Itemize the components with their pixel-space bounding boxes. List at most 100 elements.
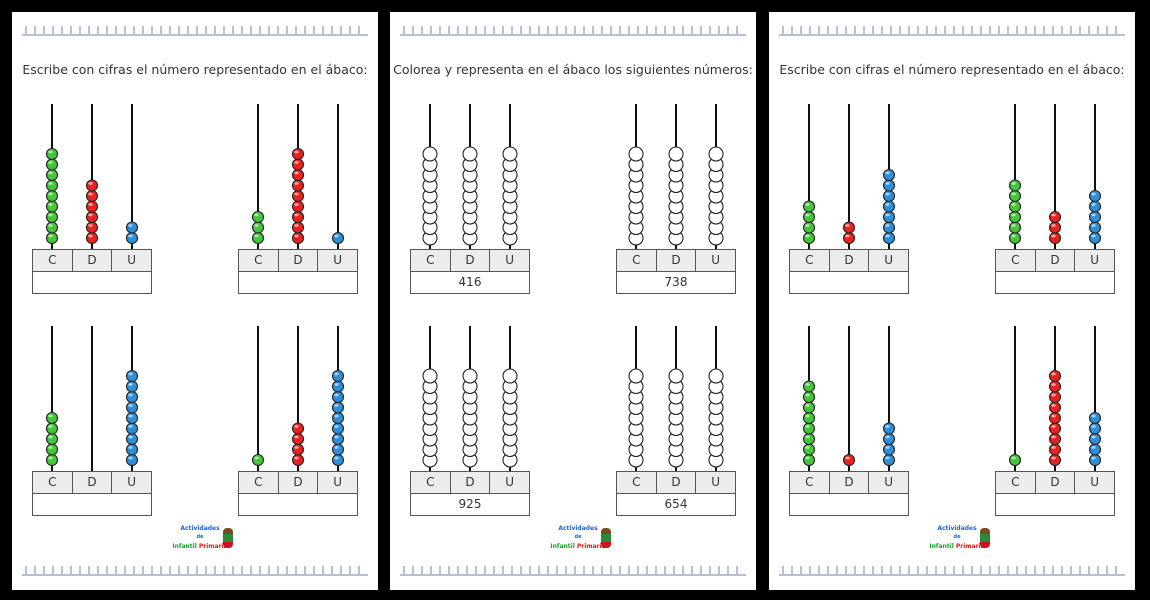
worksheet-page: Colorea y representa en el ábaco los sig… — [390, 12, 756, 590]
bead-highlight — [294, 150, 299, 154]
bead-highlight — [128, 372, 133, 376]
bead-units — [1088, 200, 1102, 213]
column-header-u: U — [127, 475, 137, 489]
bead-tens — [291, 453, 305, 467]
bead-units — [1088, 231, 1102, 245]
bead-hundreds — [45, 221, 59, 234]
column-header-u: U — [884, 475, 894, 489]
bead-tens — [291, 221, 305, 234]
bead-highlight — [48, 150, 53, 154]
bead-hundreds[interactable] — [422, 368, 438, 384]
bead-highlight — [48, 446, 53, 449]
column-header-c: C — [996, 472, 1036, 493]
answer-field[interactable]: 925 — [458, 497, 482, 511]
answer-field[interactable] — [996, 494, 1114, 515]
bead-tens — [291, 158, 305, 171]
answer-field[interactable] — [33, 494, 151, 515]
logo-line-1: Actividades — [937, 525, 977, 532]
bead-hundreds[interactable] — [628, 146, 644, 162]
bead-tens — [291, 432, 305, 446]
bead-units — [882, 179, 896, 192]
bead-highlight — [48, 224, 53, 227]
bead-tens — [1048, 380, 1062, 393]
bead-highlight — [1011, 456, 1016, 460]
bead-highlight — [885, 182, 890, 185]
bead-highlight — [1011, 182, 1016, 185]
bead-tens[interactable] — [668, 368, 684, 384]
bead-highlight — [48, 456, 53, 460]
answer-field[interactable] — [239, 494, 357, 515]
bead-hundreds — [45, 422, 59, 435]
bead-highlight — [128, 456, 133, 460]
bead-hundreds — [1008, 179, 1022, 192]
bead-units — [331, 390, 345, 404]
bead-hundreds[interactable] — [628, 368, 644, 384]
bead-highlight — [128, 404, 133, 407]
logo-line-3: Infantil Primaria — [165, 542, 235, 551]
bead-highlight — [1051, 213, 1056, 217]
bead-hundreds — [802, 210, 816, 224]
answer-field[interactable] — [790, 494, 908, 515]
bead-tens — [842, 453, 856, 467]
bead-highlight — [845, 224, 850, 227]
bead-tens — [1048, 210, 1062, 224]
bead-highlight — [88, 224, 93, 227]
column-header-d: D — [830, 250, 870, 271]
mascot-icon — [601, 528, 611, 548]
bead-highlight — [805, 393, 810, 397]
bead-tens[interactable] — [462, 368, 478, 384]
bead-tens — [1048, 231, 1062, 245]
bead-units — [331, 369, 345, 383]
answer-field[interactable]: 738 — [664, 275, 688, 289]
instruction-text: Escribe con cifras el número representad… — [22, 62, 368, 77]
bead-highlight — [294, 161, 299, 164]
bead-highlight — [254, 224, 259, 227]
bead-highlight — [805, 456, 810, 460]
bead-units — [125, 221, 139, 234]
ruler-border-top — [22, 26, 368, 36]
column-header-c: C — [790, 250, 830, 271]
bead-highlight — [1051, 456, 1056, 460]
bead-hundreds — [45, 158, 59, 171]
bead-highlight — [885, 425, 890, 428]
bead-hundreds — [251, 453, 265, 467]
bead-tens — [291, 443, 305, 456]
bead-highlight — [885, 435, 890, 439]
bead-hundreds[interactable] — [422, 146, 438, 162]
logo-primaria: Primaria — [576, 543, 606, 550]
bead-tens[interactable] — [462, 146, 478, 162]
bead-units[interactable] — [708, 146, 724, 162]
bead-units[interactable] — [502, 368, 518, 384]
bead-highlight — [805, 383, 810, 386]
bead-tens — [291, 168, 305, 182]
bead-highlight — [1051, 404, 1056, 407]
bead-hundreds — [45, 210, 59, 224]
bead-tens[interactable] — [668, 146, 684, 162]
bead-units[interactable] — [502, 146, 518, 162]
answer-field[interactable]: 654 — [664, 497, 688, 511]
bead-highlight — [805, 234, 810, 238]
bead-tens — [291, 231, 305, 245]
bead-units[interactable] — [708, 368, 724, 384]
bead-highlight — [48, 234, 53, 238]
bead-tens — [1048, 401, 1062, 414]
column-header-d: D — [279, 472, 319, 493]
bead-highlight — [294, 171, 299, 175]
bead-hundreds — [802, 453, 816, 467]
bead-highlight — [1051, 234, 1056, 238]
answer-field[interactable]: 416 — [458, 275, 482, 289]
bead-highlight — [334, 372, 339, 376]
bead-tens — [85, 189, 99, 203]
column-header-c: C — [617, 472, 657, 493]
column-header-u: U — [333, 253, 343, 267]
bead-units — [882, 221, 896, 234]
column-header-u: U — [505, 475, 515, 489]
